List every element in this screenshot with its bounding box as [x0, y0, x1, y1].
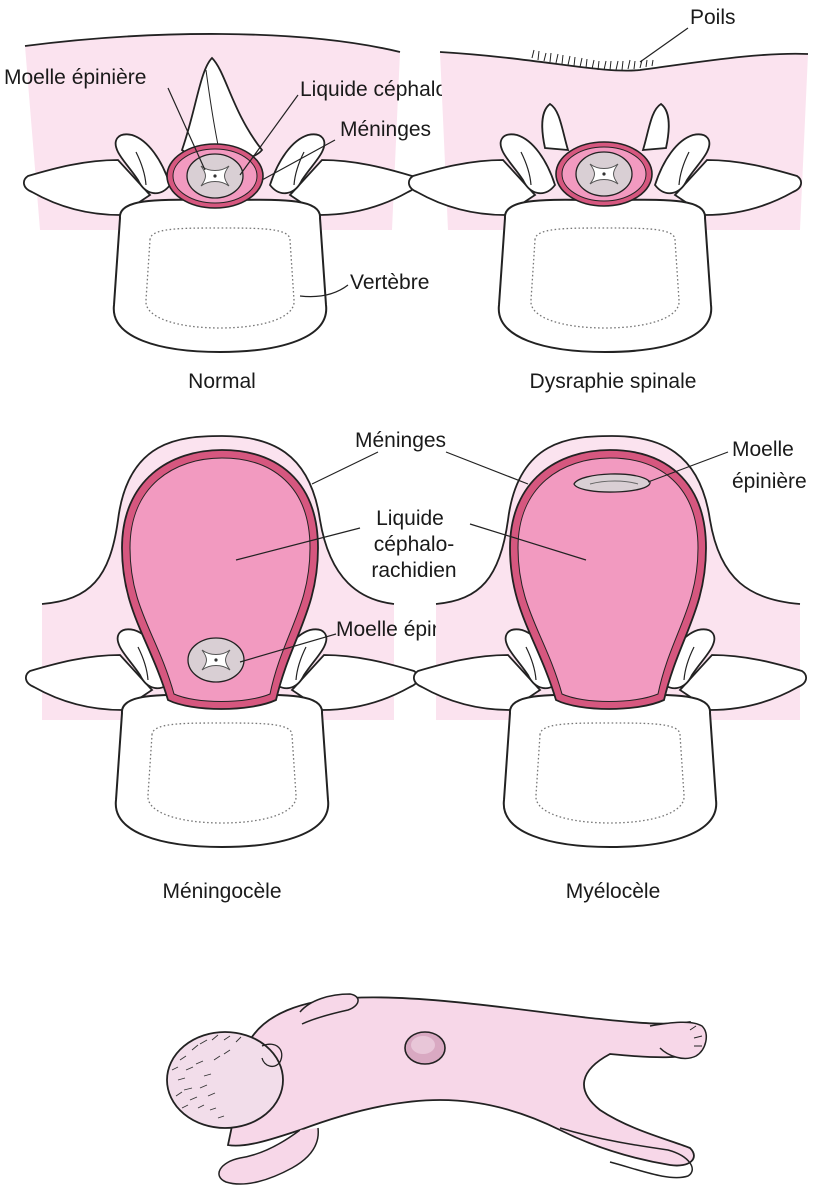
csf-fill	[517, 457, 699, 702]
label-meninges-2: Méninges	[355, 429, 446, 452]
panel-myelocele: Moelle épinière Myélocèle	[412, 435, 808, 903]
label-csf-line2: céphalo-	[374, 533, 455, 556]
infant-head	[166, 1031, 284, 1129]
infant-foot	[649, 1021, 708, 1060]
spinal-canal	[556, 142, 652, 206]
label-csf-line1: Liquide	[376, 507, 444, 530]
label-spinal-cord-4b: épinière	[732, 470, 807, 493]
label-csf-line3: rachidien	[371, 559, 456, 582]
infant-illustration	[166, 993, 708, 1185]
infant-hair	[171, 1034, 242, 1119]
skin-surface	[439, 51, 809, 72]
label-hair: Poils	[690, 6, 736, 29]
skin-surface	[24, 33, 401, 53]
panel-meningocele: Méninges Liquide céphalo- rachidien Moel…	[24, 429, 478, 903]
caption-myelocele: Myélocèle	[566, 880, 661, 903]
hair-icon	[531, 49, 654, 71]
spinal-canal	[167, 144, 263, 208]
csf-fill	[129, 457, 311, 702]
infant-arm	[218, 1127, 319, 1185]
caption-normal: Normal	[188, 370, 256, 393]
label-meninges: Méninges	[340, 118, 431, 141]
skin-surface	[435, 435, 801, 605]
caption-dysraphism: Dysraphie spinale	[530, 370, 697, 393]
spinal-cord	[573, 473, 651, 493]
caption-meningocele: Méningocèle	[162, 880, 281, 903]
label-spinal-cord-4a: Moelle	[732, 438, 794, 461]
panel-dysraphism: Poils Dysraphie spinale	[407, 6, 809, 393]
label-spinal-cord: Moelle épinière	[4, 66, 146, 89]
infant-body	[226, 996, 702, 1167]
spinal-cord	[187, 637, 245, 683]
label-vertebra: Vertèbre	[350, 271, 429, 294]
skin-surface	[41, 435, 395, 605]
